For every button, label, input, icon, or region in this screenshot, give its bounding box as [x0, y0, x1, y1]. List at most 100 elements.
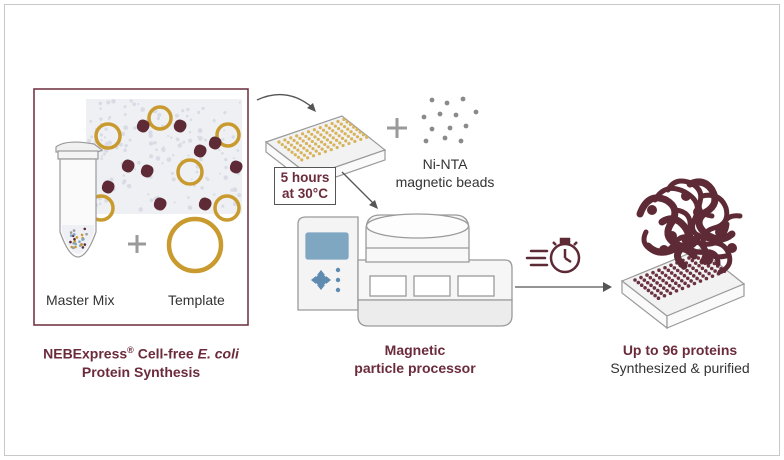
well: [343, 132, 347, 136]
bead: [429, 97, 435, 103]
speckle-dot: [161, 148, 166, 153]
well: [657, 276, 662, 280]
well: [320, 147, 324, 151]
tube-dot: [69, 240, 72, 244]
well: [661, 278, 665, 283]
speckle-dot: [140, 107, 145, 112]
well: [664, 281, 669, 285]
speckle-dot: [138, 207, 143, 212]
protein-strand: [673, 207, 743, 247]
well: [277, 140, 281, 144]
well: [697, 271, 702, 276]
speckle-dot: [122, 179, 127, 184]
well: [316, 130, 320, 134]
microcentrifuge-tube-icon: [55, 141, 104, 258]
well: [673, 273, 677, 278]
well: [676, 276, 681, 280]
well: [302, 146, 306, 150]
well: [295, 141, 299, 145]
protein-knot: [659, 245, 669, 255]
processor-caption: Magnetic particle processor: [330, 341, 500, 377]
incubation-line2: at 30°C: [282, 186, 328, 201]
well: [649, 283, 653, 288]
speckle-dot: [123, 148, 127, 152]
tube-dot: [83, 243, 87, 246]
speckle-dot: [197, 135, 200, 138]
speckle-dot: [197, 128, 203, 134]
beads-line1: Ni-NTA: [422, 156, 468, 172]
well: [293, 153, 297, 157]
well: [295, 134, 299, 138]
magnetic-processor-icon: [297, 213, 513, 327]
speckle-dot: [173, 201, 176, 204]
result-line1: Up to 96 proteins: [622, 342, 738, 358]
processor-line2: particle processor: [354, 360, 476, 376]
well: [332, 143, 336, 147]
well: [325, 138, 329, 142]
caption-italic: E. coli: [197, 345, 239, 362]
speckle-dot: [213, 193, 216, 196]
protein-strand: [705, 240, 733, 275]
well: [639, 283, 644, 288]
well: [679, 278, 684, 283]
well: [663, 265, 667, 270]
master-mix-label: Master Mix: [46, 292, 115, 308]
well: [636, 280, 641, 285]
speckle-dot: [120, 143, 123, 146]
well: [654, 273, 659, 278]
bead: [429, 126, 435, 132]
well: [667, 276, 671, 280]
well: [713, 269, 717, 273]
speckle-dot: [162, 146, 165, 149]
tube-dot: [72, 233, 76, 236]
well: [327, 126, 332, 130]
processor-line1: Magnetic: [384, 342, 446, 358]
speckle-dot: [223, 175, 229, 180]
protein-strand: [686, 178, 736, 243]
well: [666, 268, 671, 273]
arrow-to-plate: [256, 93, 314, 109]
speckle-dot: [103, 136, 107, 139]
particle: [173, 119, 187, 133]
well: [358, 130, 362, 134]
well: [697, 263, 701, 268]
speckle-dot: [212, 119, 216, 123]
well: [687, 263, 692, 268]
well: [340, 129, 344, 133]
speckle-dot: [90, 135, 94, 139]
bead: [458, 138, 464, 144]
well: [317, 152, 322, 156]
gold-ring: [215, 122, 241, 148]
speckle-dot: [237, 172, 240, 176]
speckle-dot: [196, 110, 201, 115]
speckle-dot: [98, 101, 103, 106]
gold-ring: [176, 158, 204, 186]
well: [342, 117, 346, 122]
caption-line2: Protein Synthesis: [81, 363, 201, 380]
protein-knot: [667, 231, 677, 241]
speckle-dot: [195, 170, 199, 174]
speckle-dot: [104, 127, 108, 131]
well: [695, 276, 699, 281]
well: [674, 289, 679, 293]
particle: [136, 119, 150, 133]
gold-rings: [87, 105, 241, 222]
speckle-dot: [133, 168, 137, 171]
speckle-dot: [203, 138, 207, 142]
well: [280, 142, 284, 147]
speckle-dot: [106, 100, 111, 105]
magnetic-beads: [421, 96, 479, 144]
well: [633, 278, 637, 282]
well: [675, 268, 680, 273]
speckle-dot: [171, 153, 175, 157]
well: [352, 132, 356, 136]
well: [660, 271, 665, 275]
speckle-dot: [236, 149, 240, 152]
tube-dot: [85, 232, 88, 236]
well: [313, 135, 317, 139]
speckle-dot: [190, 178, 193, 181]
well: [306, 156, 310, 160]
well: [312, 128, 316, 132]
well: [337, 134, 341, 138]
